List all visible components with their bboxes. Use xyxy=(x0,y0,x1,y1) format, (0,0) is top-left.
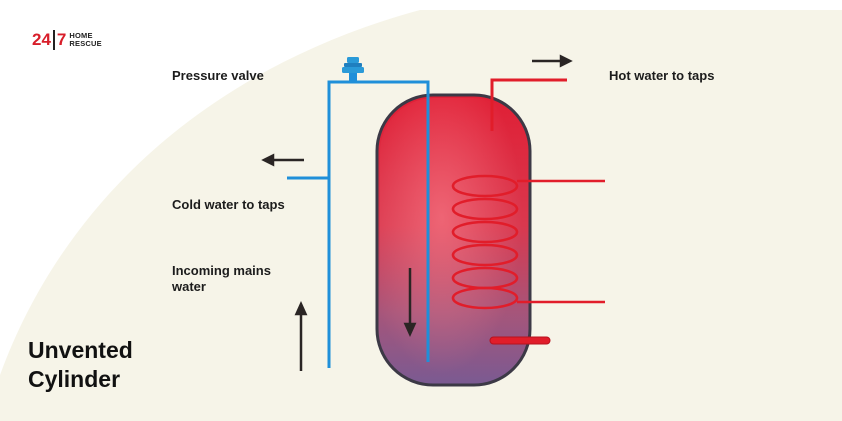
pressure-valve-label: Pressure valve xyxy=(172,68,264,83)
incoming-mains-label-line1: Incoming mains xyxy=(172,263,271,278)
hot-water-label: Hot water to taps xyxy=(609,68,715,83)
diagram-title-line1: Unvented xyxy=(28,337,133,363)
heating-coil xyxy=(451,174,605,310)
internal-flow-arrow-icon xyxy=(403,268,417,338)
logo-divider xyxy=(52,30,55,50)
cylinder-tank-shine xyxy=(380,98,527,382)
cold-water-label: Cold water to taps xyxy=(172,197,285,212)
diagram-title: Unvented Cylinder xyxy=(28,336,188,394)
logo-word-rescue: RESCUE xyxy=(69,39,102,48)
diagram-title-line2: Cylinder xyxy=(28,366,121,392)
incoming-mains-label-line2: water xyxy=(172,279,206,294)
hot-water-arrow-icon xyxy=(532,54,573,68)
cold-water-pipe xyxy=(327,80,430,368)
logo-number-7: 7 xyxy=(56,30,67,49)
logo-number-24: 24 xyxy=(32,30,51,49)
logo-wordmark: HOME RESCUE xyxy=(69,32,101,48)
cold-water-arrow-icon xyxy=(261,153,304,167)
immersion-heater xyxy=(489,336,551,345)
logo-word-home: HOME xyxy=(69,31,93,40)
brand-logo[interactable]: 24 7 HOME RESCUE xyxy=(32,28,102,52)
incoming-water-arrow-icon xyxy=(294,300,308,371)
incoming-mains-label: Incoming mains water xyxy=(172,263,322,295)
hot-water-pipe xyxy=(490,78,567,131)
pressure-valve-icon xyxy=(342,57,364,82)
